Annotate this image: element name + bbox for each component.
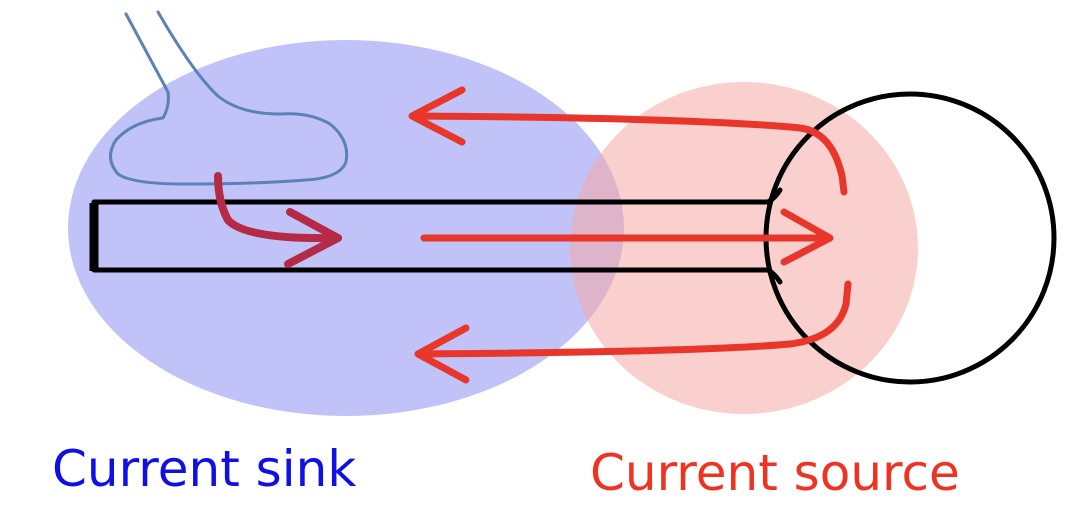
current-source-label: Current source <box>590 444 960 502</box>
lower-return-current-arrowhead <box>414 324 470 384</box>
axial-current-arrowhead <box>780 208 834 266</box>
sink-region <box>68 40 624 416</box>
source-region <box>570 82 918 414</box>
upper-return-current-arrowhead <box>408 86 466 146</box>
current-sink-label: Current sink <box>52 440 357 498</box>
dendritic-current-arrow <box>214 172 342 243</box>
dendritic-current-arrowhead <box>284 208 342 268</box>
dendrite-outline <box>91 187 783 285</box>
synapse-icon <box>109 10 349 186</box>
upper-return-current-arrow <box>412 112 848 196</box>
lower-return-current-arrow <box>416 280 852 358</box>
